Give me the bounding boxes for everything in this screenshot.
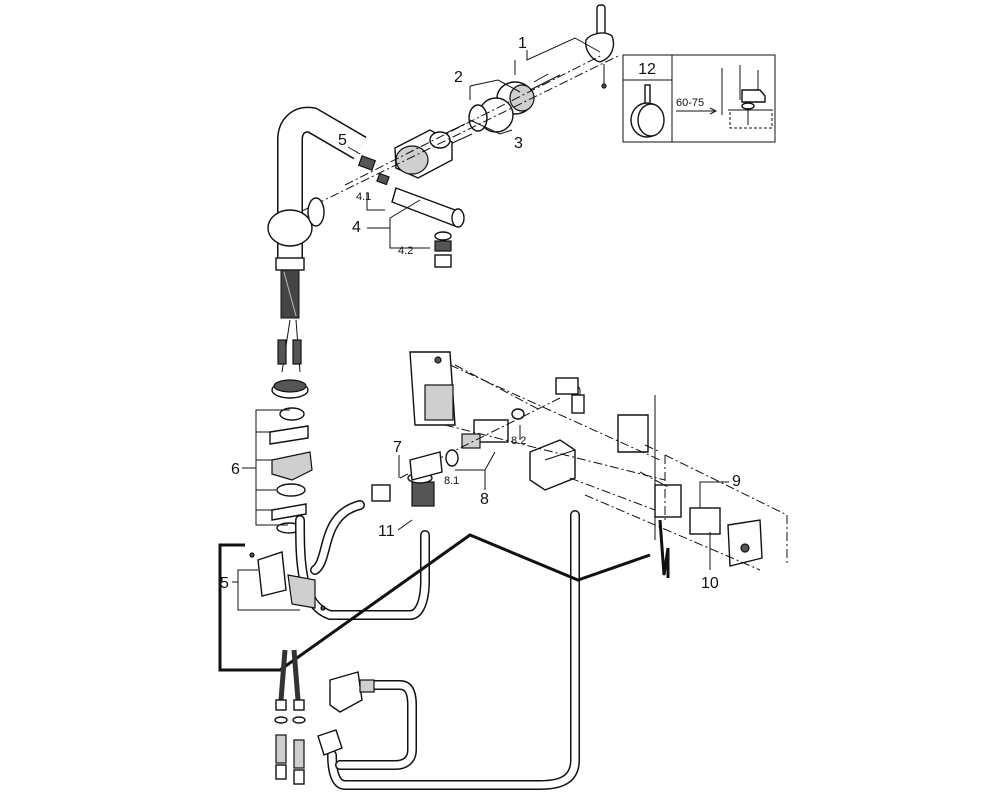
callout-5-top: 5 [338,132,347,149]
callout-7: 7 [393,439,402,456]
inset-detail-box: 12 60-75 [622,54,776,143]
cartridge-part [394,129,453,179]
callout-8-2: 8.2 [511,435,526,447]
elbow-fitting-part [555,377,585,414]
leader-lines [232,37,729,611]
control-box-part [529,439,576,491]
callout-labels: 1 2 3 5 4.1 4 4.2 6 7 8.2 8.1 8 9 10 11 … [220,35,741,592]
electronics-cable-part [658,519,670,578]
callout-5-bottom: 5 [220,575,229,592]
inset-number-label: 12 [638,61,656,78]
callout-4-2: 4.2 [398,245,413,257]
tee-fitting-part [317,671,375,756]
callout-2: 2 [454,69,463,86]
inset-dimension-label: 60-75 [676,97,704,109]
handle-knob-icon [630,84,665,138]
callout-8-1: 8.1 [444,475,459,487]
faucet-spout-part [267,106,367,271]
pull-out-hose-part [277,269,302,373]
callout-9: 9 [732,473,741,490]
check-valve-part [371,449,459,507]
bracket-plate-part [409,351,456,426]
electrical-cable-part [218,533,651,672]
callout-4: 4 [352,219,361,236]
supply-pipes-part [295,500,580,790]
electronics-module-part [654,484,763,567]
mounting-kit-part [269,379,313,534]
aerator-insert-part [434,231,452,268]
callout-8: 8 [480,491,489,508]
flexible-hoses-part [274,649,306,785]
callout-10: 10 [701,575,719,592]
sensor-square-part [617,414,649,453]
callout-3: 3 [514,135,523,152]
callout-6: 6 [231,461,240,478]
callout-4-1: 4.1 [356,191,371,203]
handle-lever-part [585,4,615,89]
callout-1: 1 [518,35,527,52]
aerator-spray-part [357,155,465,228]
mounting-bracket-lower-part [249,551,326,611]
callout-11: 11 [378,523,395,540]
inset-mounting-sketch [721,65,773,129]
